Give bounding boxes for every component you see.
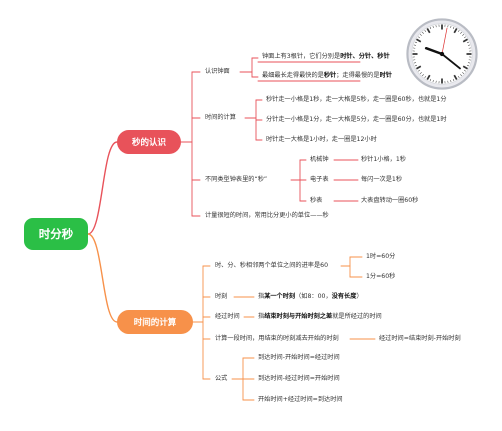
wall-clock-icon [406, 18, 478, 90]
clock-tick [426, 74, 431, 80]
moment-node[interactable]: 时刻 [215, 293, 228, 300]
clock-tick [419, 72, 422, 74]
clock-tick [417, 36, 421, 39]
clock-tick [432, 25, 434, 29]
clock-tick [413, 44, 417, 46]
clock-tick [422, 74, 424, 77]
clock-tick [457, 75, 460, 79]
clock-tick [426, 28, 431, 34]
clock-tick [429, 26, 432, 30]
clock-tick [467, 44, 471, 46]
calc-duration-node[interactable]: 计算一段时间，用结束的时刻减去开始的时刻 [215, 335, 339, 342]
clock-types-node[interactable]: 不同类型钟表里的“秒” [205, 176, 268, 183]
clock-tick [417, 69, 421, 72]
unit-second-node[interactable]: 计量很短的时间，常用比分更小的单位——秒 [205, 212, 329, 219]
clock-tick [467, 62, 471, 64]
formula-elapsed: 到达时间-开始时间=经过时间 [258, 354, 340, 361]
recognize-clockface-node[interactable]: 认识钟面 [205, 68, 230, 75]
clock-tick [453, 74, 458, 80]
clock-tick [460, 31, 462, 34]
clock-tick [450, 79, 452, 83]
clock-tick [413, 62, 417, 64]
clock-tick [450, 25, 452, 29]
mechanical-clock-desc: 秒针1小格，1秒 [361, 156, 406, 163]
clock-tick [460, 74, 462, 77]
clock-tick [457, 29, 460, 33]
formula-arrival: 开始时间+经过时间=到达时间 [258, 396, 343, 403]
clockface-hands-text: 钟面上有3根针，它们分别是时针、分针、秒针 [262, 53, 390, 60]
clock-tick [452, 78, 455, 82]
duration-formula: 经过时间=结束时刻-开始时刻 [379, 335, 461, 342]
root-to-branch1-link [87, 141, 118, 235]
stopwatch-label: 秒表 [310, 197, 323, 204]
clock-tick [453, 28, 458, 34]
formula-node[interactable]: 公式 [215, 375, 228, 382]
clock-tick [416, 38, 422, 43]
root-topic[interactable]: 时分秒 [24, 218, 88, 250]
clock-tick [463, 36, 467, 39]
clock-tick [414, 64, 418, 67]
formula-start: 到达时间-经过时间=开始时间 [258, 375, 340, 382]
electronic-watch-desc: 每闪一次是1秒 [361, 176, 403, 183]
duration-node[interactable]: 经过时间 [215, 313, 240, 320]
clock-tick [419, 34, 422, 36]
clock-tick [422, 31, 424, 34]
clock-tick [462, 65, 468, 70]
unit-rate-node[interactable]: 时、分、秒相邻两个单位之间的进率是60 [215, 262, 329, 269]
stopwatch-desc: 大表盘转动一圈60秒 [361, 197, 419, 204]
clock-tick [424, 75, 427, 79]
moment-definition: 指某一个时刻（如8：00，没有长度） [258, 293, 363, 300]
hand-speed-text: 最细最长走得最快的是秒针；走得最慢的是时针 [262, 72, 392, 79]
clock-tick [462, 38, 468, 43]
clock-tick [414, 41, 418, 44]
clock-tick [452, 26, 455, 30]
branch-second-recognition[interactable]: 秒的认识 [117, 130, 181, 154]
clock-tick [462, 72, 465, 74]
electronic-watch-label: 电子表 [310, 176, 329, 183]
clock-tick [466, 64, 470, 67]
clock-tick [463, 69, 467, 72]
root-to-branch2-link [87, 233, 118, 323]
clock-tick [429, 78, 432, 82]
hour-hand-rule: 时针走一大格是1小时，走一圈是12小时 [266, 136, 377, 143]
time-counting-node[interactable]: 时间的计算 [205, 114, 236, 121]
clock-tick [416, 65, 422, 70]
clock-tick [424, 29, 427, 33]
clock-tick [462, 34, 465, 36]
minute-hand-rule: 分针走一小格是1分，走一大格是5分，走一圈是60分，也就是1时 [266, 116, 447, 123]
mechanical-clock-label: 机械钟 [310, 156, 329, 163]
duration-definition: 指结束时刻与开始时刻之差就是所经过的时间 [258, 313, 382, 320]
branch-time-calculation[interactable]: 时间的计算 [117, 310, 193, 334]
clock-tick [466, 41, 470, 44]
second-hand-rule: 秒针走一小格是1秒，走一大格是5秒，走一圈是60秒，也就是1分 [266, 96, 447, 103]
minute-second-rate: 1分=60秒 [366, 273, 396, 280]
hour-minute-rate: 1时=60分 [366, 253, 396, 260]
clock-tick [432, 79, 434, 83]
